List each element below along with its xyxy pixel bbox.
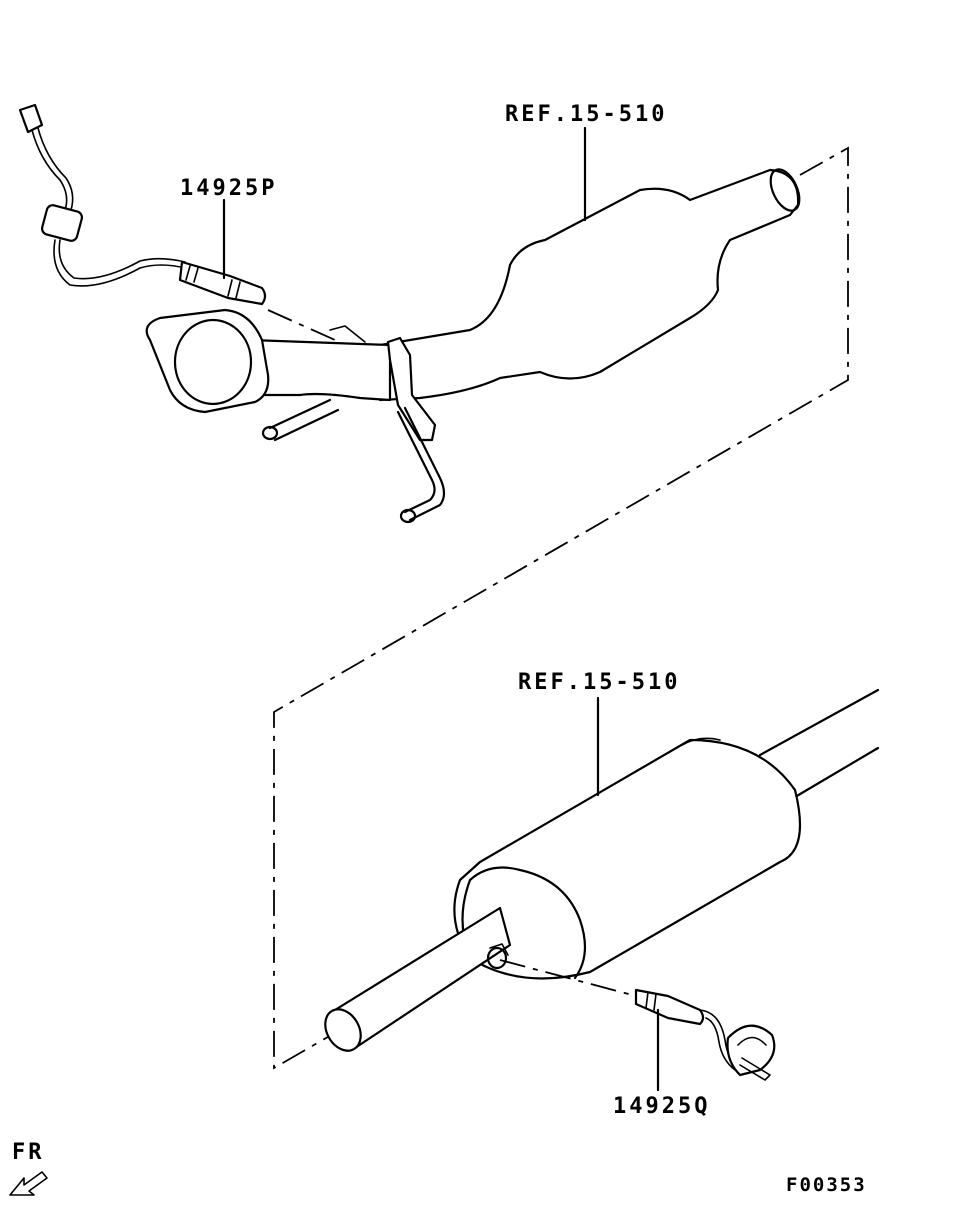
front-sensor-install-line [267,309,336,341]
part-number-rear-sensor: 14925Q [613,1094,711,1119]
ref-label-lower: REF.15-510 [518,670,681,695]
rear-oxygen-sensor [634,988,776,1081]
connection-boundary [273,146,849,1070]
front-oxygen-sensor [18,103,267,306]
front-direction-arrow-icon [9,1171,48,1196]
rear-sensor-install-line [499,959,637,997]
figure-code: F00353 [786,1174,867,1196]
front-pipe-catalytic-converter [145,168,801,524]
ref-label-upper: REF.15-510 [505,102,668,127]
part-number-front-sensor: 14925P [180,176,278,201]
direction-label: FR [12,1140,45,1165]
main-muffler [324,688,880,1052]
